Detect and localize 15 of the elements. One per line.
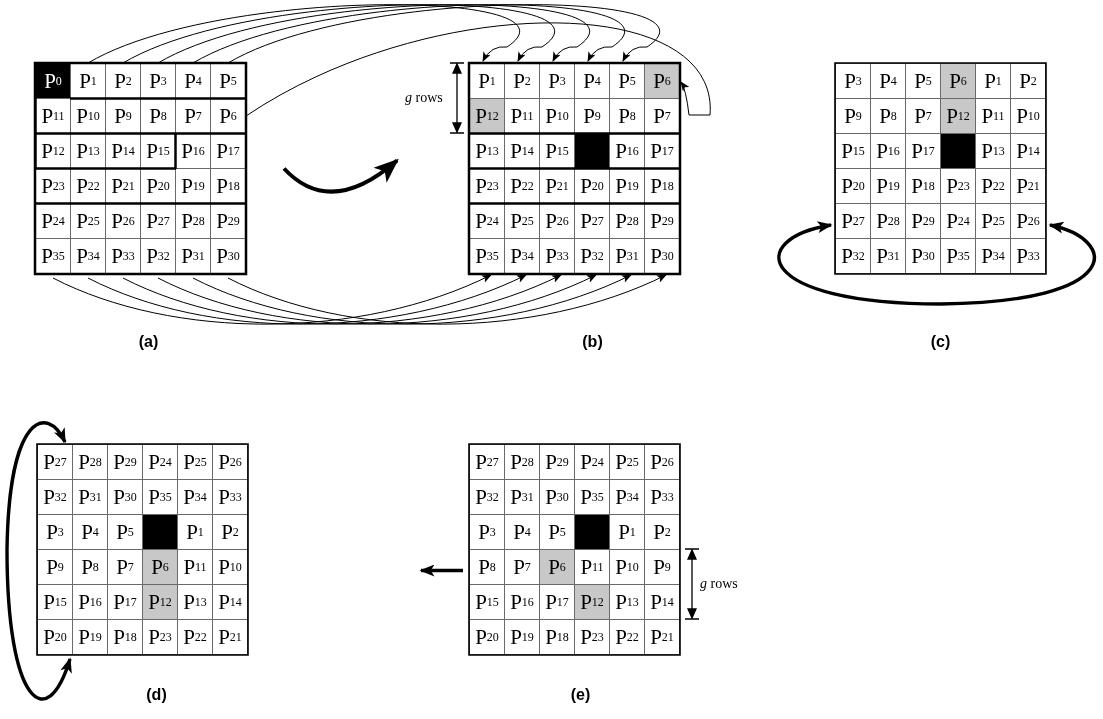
filled-cell	[142, 514, 178, 550]
curved-arrow	[777, 222, 1096, 306]
curved-arrow	[282, 158, 399, 194]
curved-arrow	[5, 421, 72, 701]
panel-label: (b)	[582, 333, 603, 351]
filled-cell	[574, 514, 610, 550]
panel-label: (e)	[570, 686, 591, 704]
filled-cell	[940, 133, 976, 169]
dimension-label: g rows	[405, 90, 443, 106]
panel-label: (a)	[138, 333, 159, 351]
dimension-label: g rows	[700, 576, 738, 592]
arrow	[419, 564, 463, 577]
curved-arrow	[245, 22, 711, 117]
panel-label: (c)	[930, 333, 951, 351]
panel-label: (d)	[146, 686, 167, 704]
